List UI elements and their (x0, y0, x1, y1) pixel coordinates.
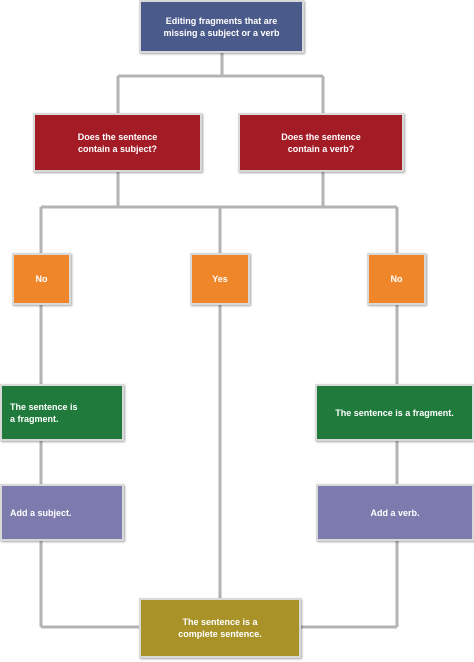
fragment-right-node: The sentence is a fragment. (315, 384, 474, 441)
start-node: Editing fragments that are missing a sub… (139, 0, 304, 53)
complete-sentence-node: The sentence is a complete sentence. (139, 598, 301, 658)
add-verb-node: Add a verb. (316, 484, 474, 541)
question-subject-node: Does the sentence contain a subject? (33, 113, 202, 172)
answer-yes-node: Yes (190, 253, 250, 305)
answer-no-right-node: No (367, 253, 426, 305)
answer-no-left-node: No (12, 253, 71, 305)
question-verb-node: Does the sentence contain a verb? (238, 113, 404, 172)
add-subject-node: Add a subject. (0, 484, 124, 541)
fragment-left-node: The sentence is a fragment. (0, 384, 124, 441)
